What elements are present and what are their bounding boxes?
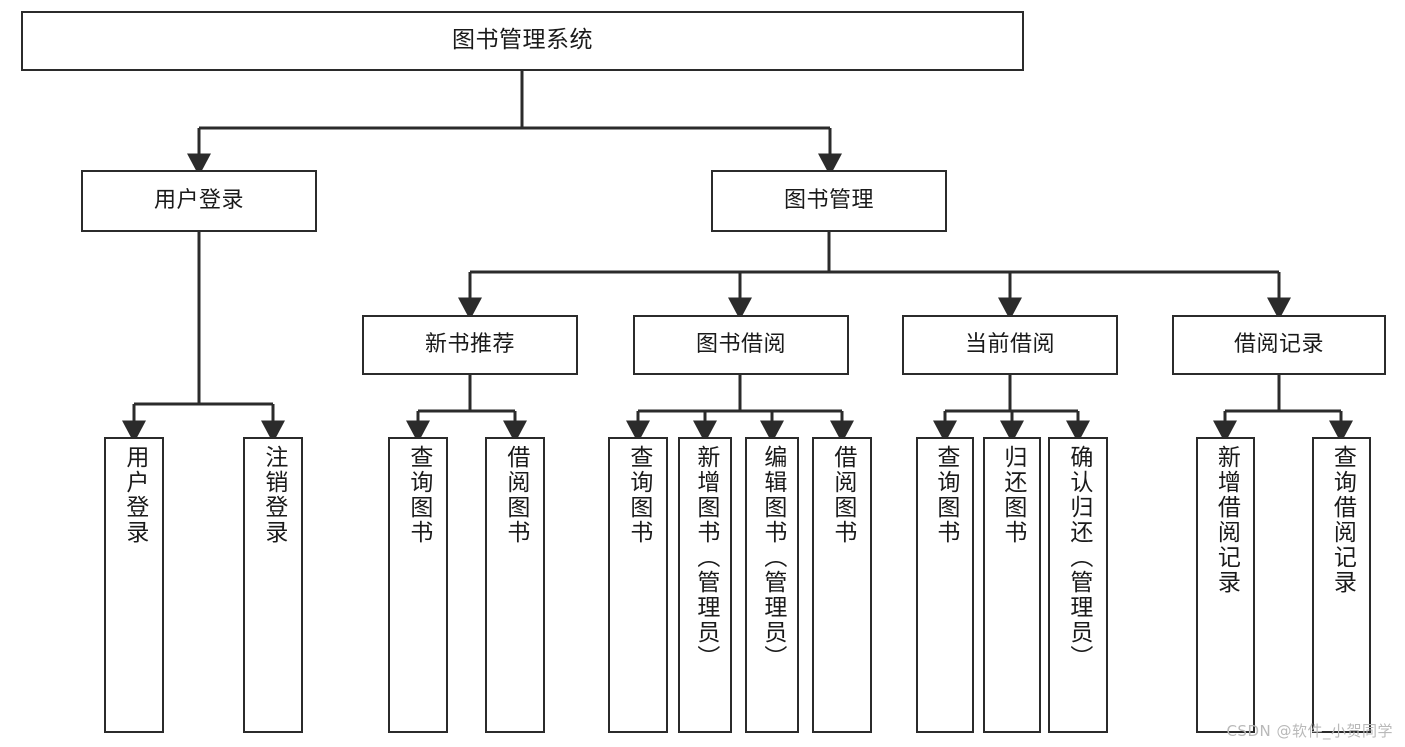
- node-leaf-return-book[interactable]: 归还图书: [983, 437, 1041, 733]
- node-leaf-query-book-1-label: 查询图书: [405, 445, 432, 545]
- node-leaf-user-logout-label: 注销登录: [260, 445, 287, 545]
- node-leaf-add-book-admin[interactable]: 新增图书（管理员）: [678, 437, 732, 733]
- node-leaf-borrow-book-1-label: 借阅图书: [502, 445, 529, 545]
- node-leaf-edit-book-admin-label: 编辑图书（管理员）: [759, 445, 786, 670]
- node-leaf-add-borrow-record-label: 新增借阅记录: [1213, 445, 1240, 595]
- watermark: CSDN @软件_小贺同学: [1226, 722, 1393, 740]
- node-leaf-borrow-book-2-label: 借阅图书: [829, 445, 856, 545]
- node-leaf-confirm-return-admin-label: 确认归还（管理员）: [1065, 445, 1092, 670]
- node-book-manage[interactable]: 图书管理: [711, 170, 947, 232]
- node-root[interactable]: 图书管理系统: [21, 11, 1024, 71]
- node-leaf-user-login-label: 用户登录: [121, 445, 148, 545]
- node-leaf-edit-book-admin[interactable]: 编辑图书（管理员）: [745, 437, 799, 733]
- node-leaf-query-book-1[interactable]: 查询图书: [388, 437, 448, 733]
- node-leaf-query-book-2-label: 查询图书: [625, 445, 652, 545]
- node-leaf-borrow-book-2[interactable]: 借阅图书: [812, 437, 872, 733]
- node-leaf-query-borrow-record[interactable]: 查询借阅记录: [1312, 437, 1371, 733]
- node-leaf-user-login[interactable]: 用户登录: [104, 437, 164, 733]
- node-book-manage-label: 图书管理: [783, 188, 874, 214]
- node-root-label: 图书管理系统: [452, 27, 593, 54]
- node-user-login[interactable]: 用户登录: [81, 170, 317, 232]
- node-leaf-query-book-3-label: 查询图书: [932, 445, 959, 545]
- node-book-borrow[interactable]: 图书借阅: [633, 315, 849, 375]
- node-leaf-confirm-return-admin[interactable]: 确认归还（管理员）: [1048, 437, 1108, 733]
- node-leaf-return-book-label: 归还图书: [999, 445, 1026, 545]
- node-leaf-query-book-3[interactable]: 查询图书: [916, 437, 974, 733]
- node-current-borrow-label: 当前借阅: [964, 332, 1055, 358]
- node-current-borrow[interactable]: 当前借阅: [902, 315, 1118, 375]
- node-leaf-user-logout[interactable]: 注销登录: [243, 437, 303, 733]
- node-leaf-query-borrow-record-label: 查询借阅记录: [1329, 445, 1356, 595]
- node-leaf-add-book-admin-label: 新增图书（管理员）: [692, 445, 719, 670]
- node-book-borrow-label: 图书借阅: [695, 332, 786, 358]
- node-borrow-record[interactable]: 借阅记录: [1172, 315, 1386, 375]
- node-new-book-recommend-label: 新书推荐: [424, 332, 515, 358]
- node-new-book-recommend[interactable]: 新书推荐: [362, 315, 578, 375]
- node-leaf-borrow-book-1[interactable]: 借阅图书: [485, 437, 545, 733]
- node-leaf-add-borrow-record[interactable]: 新增借阅记录: [1196, 437, 1255, 733]
- node-borrow-record-label: 借阅记录: [1233, 332, 1324, 358]
- node-leaf-query-book-2[interactable]: 查询图书: [608, 437, 668, 733]
- node-user-login-label: 用户登录: [153, 188, 244, 214]
